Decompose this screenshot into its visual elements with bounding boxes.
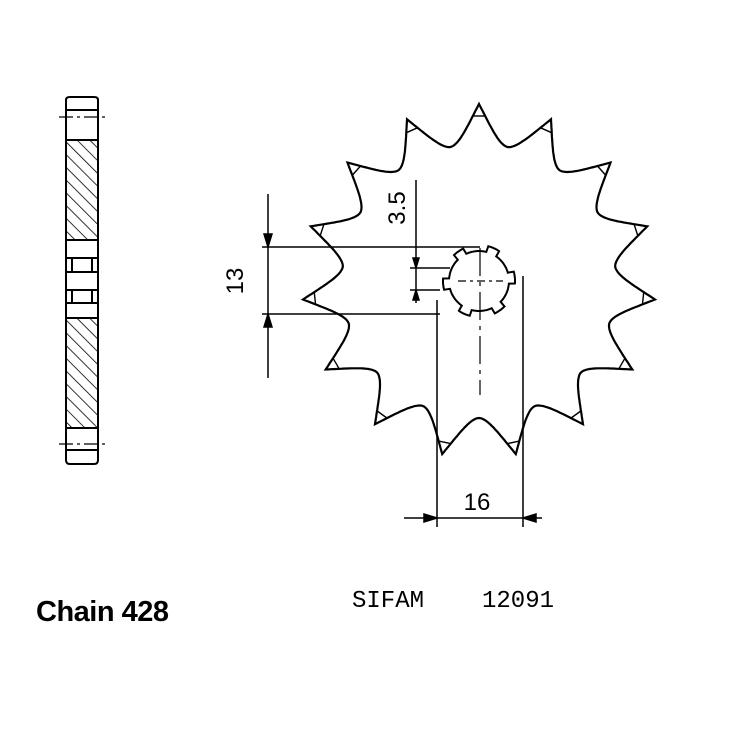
arrow-head (262, 311, 274, 328)
side-view-hatch-upper (65, 139, 99, 241)
tooth-tip-mark (332, 357, 340, 370)
tooth-tip-mark (641, 292, 645, 305)
arrow-head (262, 233, 274, 250)
splined-bore (442, 244, 516, 318)
arrow-head (411, 287, 421, 301)
tooth-tip-mark (570, 410, 582, 419)
tooth-tip-mark (438, 440, 451, 445)
side-view (59, 96, 106, 465)
side-view-hatch-lower (65, 317, 99, 429)
side-view-bore (71, 257, 93, 273)
tooth-tip-mark (540, 127, 552, 134)
dimension-3-5-label: 3.5 (384, 191, 411, 224)
side-view-outline (65, 96, 99, 465)
arrow-head (520, 512, 537, 524)
front-view (300, 101, 658, 457)
dimension-3-5: 3.5 (384, 180, 450, 303)
tooth-tip-mark (618, 357, 626, 370)
tooth-tip-mark (313, 292, 317, 305)
dimension-16: 16 (404, 276, 542, 527)
side-view-bore (71, 289, 93, 304)
tooth-tip-mark (376, 410, 388, 419)
arrow-head (411, 257, 421, 271)
tooth-tip-mark (406, 127, 418, 134)
tooth-tip-mark (351, 165, 361, 176)
dimension-16-label: 16 (464, 489, 491, 516)
chain-size-label: Chain 428 (36, 596, 169, 628)
brand-label: SIFAM (352, 588, 425, 615)
part-number-label: 12091 (482, 588, 555, 615)
tooth-tip-mark (597, 165, 607, 176)
tooth-tips (313, 115, 645, 445)
arrow-head (423, 512, 440, 524)
tooth-tip-mark (319, 224, 325, 236)
sprocket-outline (300, 101, 658, 457)
tooth-tip-mark (633, 224, 639, 236)
dimension-13-label: 13 (222, 268, 249, 295)
dimension-13: 13 (222, 194, 480, 378)
tooth-tip-mark (507, 440, 520, 445)
